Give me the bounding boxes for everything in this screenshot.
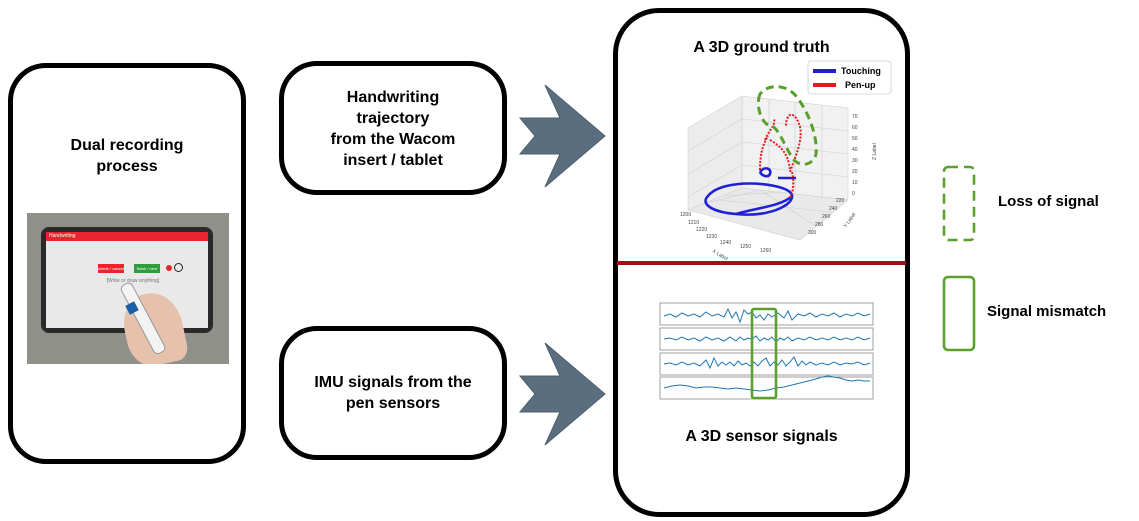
x-tick: 1240 xyxy=(720,240,731,246)
handwriting-trajectory-box xyxy=(279,61,507,195)
imu-signals-box xyxy=(279,326,507,460)
y-tick: 280 xyxy=(815,222,824,228)
loss-of-signal-marker xyxy=(756,85,818,166)
recording-process-title: Dual recording process xyxy=(10,135,244,177)
x-tick: 1200 xyxy=(680,212,691,218)
signal-panel-4 xyxy=(659,376,874,400)
y-axis-label: Y Label xyxy=(843,212,858,229)
penup-stroke-2 xyxy=(759,135,769,171)
gridline xyxy=(687,164,743,198)
screen-record-dot xyxy=(166,265,172,271)
screen-header: Handwriting xyxy=(46,232,208,241)
trajectory-line3: from the Wacom xyxy=(330,131,456,148)
x-tick: 1210 xyxy=(688,220,699,226)
trajectory-line2: trajectory xyxy=(356,110,430,127)
y-tick: 300 xyxy=(808,230,817,236)
legend-penup-label: Pen-up xyxy=(845,80,876,90)
z-tick: 10 xyxy=(852,180,858,186)
touching-stroke-1 xyxy=(704,182,794,216)
gridline xyxy=(719,199,833,213)
trajectory-line4: insert / tablet xyxy=(343,152,443,169)
handwriting-trajectory-text: Handwriting trajectory from the Wacom in… xyxy=(283,87,503,171)
arrow-top xyxy=(518,84,606,188)
z-tick: 30 xyxy=(852,158,858,164)
gridline xyxy=(759,189,817,227)
imu-line1: IMU signals from the xyxy=(314,374,472,391)
recording-title-line2: process xyxy=(96,158,158,175)
z-tick: 70 xyxy=(852,114,858,120)
arrow-bottom xyxy=(518,342,606,446)
signal-panel-1 xyxy=(659,302,874,326)
z-tick: 60 xyxy=(852,125,858,131)
trajectory-line1: Handwriting xyxy=(346,89,440,106)
signal-mismatch-label: Signal mismatch xyxy=(987,303,1107,320)
penup-stroke-4 xyxy=(785,113,802,173)
legend-touching-label: Touching xyxy=(841,66,881,76)
loss-of-signal-swatch xyxy=(942,165,976,242)
gridline xyxy=(687,141,743,175)
signal-panel-3 xyxy=(659,352,874,376)
plot-3d-legend: Touching Pen-up xyxy=(807,60,892,95)
signal-mismatch-marker xyxy=(750,307,778,400)
x-tick: 1260 xyxy=(760,248,771,254)
x-tick: 1230 xyxy=(706,234,717,240)
y-tick: 220 xyxy=(836,198,845,204)
screen-finish-button: finish / next xyxy=(134,264,160,273)
gridline xyxy=(705,189,761,204)
z-tick: 0 xyxy=(852,191,855,197)
signal-trace-3 xyxy=(663,356,871,370)
sensor-signals-title: A 3D sensor signals xyxy=(685,428,838,445)
gridline xyxy=(687,118,743,152)
z-axis-label: Z Label xyxy=(872,143,878,160)
touching-stroke-3 xyxy=(758,167,772,178)
signal-panels xyxy=(659,302,874,400)
z-tick: 40 xyxy=(852,147,858,153)
x-tick: 1220 xyxy=(696,227,707,233)
imu-signals-text: IMU signals from the pen sensors xyxy=(283,372,503,414)
tablet-photo: Handwriting delete / cancel finish / nex… xyxy=(27,213,229,364)
signal-trace-1 xyxy=(663,307,871,324)
gridline xyxy=(723,191,781,197)
screen-delete-button: delete / cancel xyxy=(98,264,124,273)
z-tick: 50 xyxy=(852,136,858,142)
loss-of-signal-label: Loss of signal xyxy=(998,193,1099,210)
x-axis-label: X Label xyxy=(711,249,729,263)
ground-truth-title: A 3D ground truth xyxy=(693,39,830,56)
signal-mismatch-swatch xyxy=(942,275,976,352)
z-tick: 20 xyxy=(852,169,858,175)
imu-line2: pen sensors xyxy=(345,395,441,412)
touching-strokes xyxy=(704,167,796,216)
recording-title-line1: Dual recording xyxy=(70,137,184,154)
screen-pause-icon xyxy=(174,263,183,272)
touching-stroke-2 xyxy=(735,194,793,216)
screen-prompt: [Write or draw anything] xyxy=(106,278,160,284)
y-tick: 240 xyxy=(829,206,838,212)
x-tick: 1250 xyxy=(740,244,751,250)
y-tick: 260 xyxy=(822,214,831,220)
signal-trace-2 xyxy=(663,335,871,343)
